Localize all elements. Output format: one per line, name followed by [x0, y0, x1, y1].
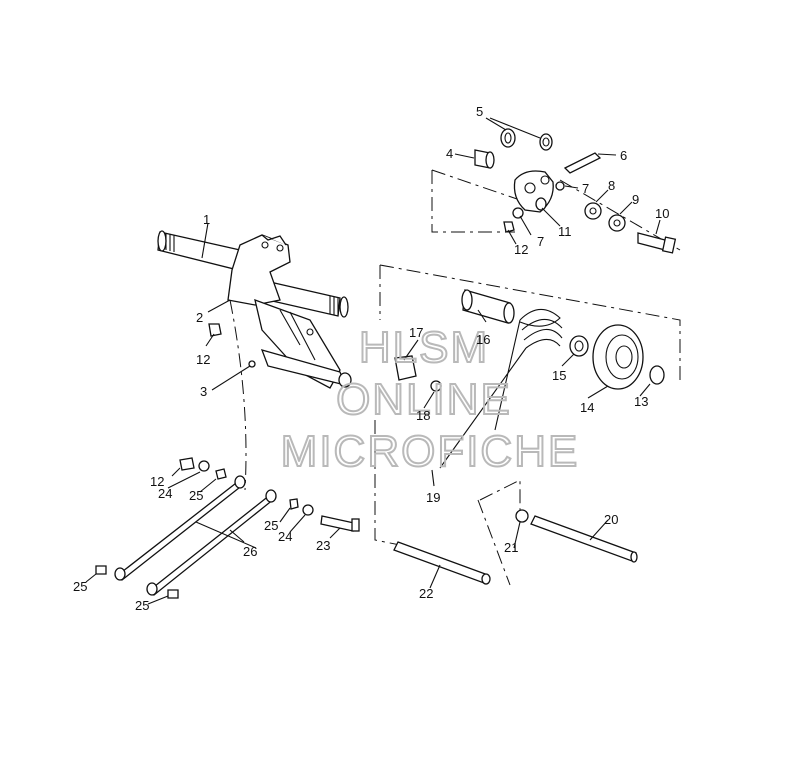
- watermark-line-1: HLSM: [359, 323, 489, 372]
- callout-12-top: 12: [514, 242, 528, 257]
- leader-lines: [85, 117, 661, 605]
- callout-21: 21: [504, 540, 518, 555]
- callout-8: 8: [608, 178, 615, 193]
- watermark-line-3: MICROFICHE: [281, 427, 580, 476]
- part-3-pin: [248, 360, 256, 368]
- callout-12-mid: 12: [196, 352, 210, 367]
- callout-15: 15: [552, 368, 566, 383]
- callout-13: 13: [634, 394, 648, 409]
- callout-25-c: 25: [73, 579, 87, 594]
- part-2-arm-bracket: [227, 234, 352, 389]
- callout-22: 22: [419, 586, 433, 601]
- callout-1: 1: [203, 212, 210, 227]
- callout-25-b: 25: [264, 518, 278, 533]
- callouts: 1 2 3 4 5 6 7 7 8 9 10 11 12 12 12 13 14…: [73, 104, 669, 613]
- callout-11: 11: [558, 224, 572, 239]
- callout-7b: 7: [537, 234, 544, 249]
- callout-24-low: 24: [158, 486, 172, 501]
- callout-23: 23: [316, 538, 330, 553]
- callout-20: 20: [604, 512, 618, 527]
- callout-19: 19: [426, 490, 440, 505]
- idler-parts: [394, 289, 665, 469]
- callout-25-a: 25: [189, 488, 203, 503]
- callout-4: 4: [446, 146, 453, 161]
- part-12-nut-middle: [208, 323, 222, 337]
- callout-24-right: 24: [278, 529, 292, 544]
- callout-16: 16: [476, 332, 490, 347]
- callout-17: 17: [409, 325, 423, 340]
- callout-14: 14: [580, 400, 594, 415]
- callout-2: 2: [196, 310, 203, 325]
- callout-5: 5: [476, 104, 483, 119]
- callout-18: 18: [416, 408, 430, 423]
- upper-cluster-parts: [474, 128, 677, 254]
- callout-9: 9: [632, 192, 639, 207]
- callout-3: 3: [200, 384, 207, 399]
- watermark-line-2: ONLINE: [336, 375, 512, 424]
- lower-parts: [95, 457, 638, 599]
- watermark: HLSM ONLINE MICROFICHE: [280, 322, 580, 477]
- part-1-rear-shaft: [157, 230, 349, 318]
- callout-10: 10: [655, 206, 669, 221]
- callout-7a: 7: [582, 181, 589, 196]
- callout-12-low: 12: [150, 474, 164, 489]
- callout-6: 6: [620, 148, 627, 163]
- callout-26: 26: [243, 544, 257, 559]
- callout-25-d: 25: [135, 598, 149, 613]
